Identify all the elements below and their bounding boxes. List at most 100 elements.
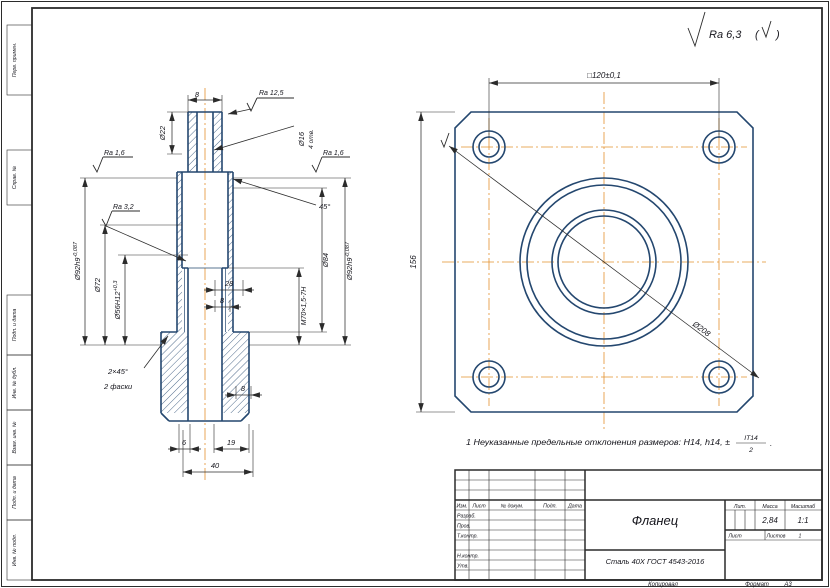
mass-value: 2,84	[761, 516, 778, 525]
roughness-check-small-icon	[761, 20, 772, 39]
material-spec: Сталь 40Х ГОСТ 4543-2016	[606, 557, 706, 566]
leader-d16	[213, 125, 295, 151]
role-prov: Пров.	[457, 524, 471, 530]
margin-cell	[6, 464, 33, 521]
dim8mid-label: 8	[220, 296, 225, 305]
sheet-label: Лист	[727, 534, 742, 540]
general-roughness: Ra 6,3 ( )	[687, 11, 780, 48]
col-izm: Изм.	[456, 504, 467, 510]
sheets-label: Листов	[766, 534, 786, 540]
roughness-check-icon	[92, 156, 133, 174]
scale-value: 1:1	[797, 516, 808, 525]
note-text: 1 Неуказанные предельные отклонения разм…	[466, 438, 731, 447]
roughness-check-icon	[687, 11, 706, 48]
margin-cell	[6, 409, 33, 466]
d16-label: Ø16	[297, 131, 306, 147]
dim-line-diagonal	[448, 145, 760, 379]
role-tkontr: Т.контр.	[457, 534, 478, 540]
d84-label: Ø84	[321, 253, 330, 268]
face-extension-lines	[416, 78, 720, 413]
d92-left-label: Ø92h9-0,087	[73, 241, 82, 281]
dim19-label: 19	[227, 438, 236, 447]
sheets-value: 1	[799, 534, 802, 540]
col-data: Дата	[567, 504, 582, 510]
roughness-check-icon	[101, 210, 140, 228]
angle45-label: 45°	[319, 202, 330, 211]
d56-label: Ø56H12+0,3	[113, 280, 122, 321]
format-value: А3	[783, 582, 792, 588]
hatch-wall	[188, 112, 197, 172]
col-docnum: № докум.	[501, 504, 524, 510]
role-utv: Утв.	[457, 564, 469, 570]
title-block-grid-lines	[455, 470, 822, 580]
margin-cell	[6, 354, 33, 411]
margin-cell	[6, 519, 33, 581]
footer-strip: Копировал Формат А3	[648, 582, 792, 588]
margin-label: Справ. №	[12, 165, 18, 189]
d22-label: Ø22	[158, 125, 167, 141]
general-roughness-value: Ra 6,3	[709, 29, 742, 41]
hatch-wall	[228, 172, 233, 332]
margin-cell	[6, 149, 33, 206]
note-fraction-numerator: IT14	[744, 435, 758, 442]
roughness-check-icon	[246, 97, 294, 113]
margin-cell	[6, 294, 33, 356]
section-view: 8 Ra 12,5 Ø22 Ø16 4 отв. Ra 1,6 Ra 1,6 4…	[73, 88, 354, 482]
format-label: Формат	[745, 582, 769, 588]
margin-label: Инв. № дубл.	[12, 367, 18, 399]
ra125-label: Ra 12,5	[259, 90, 284, 97]
roughness-check-icon	[440, 132, 450, 149]
technical-note: 1 Неуказанные предельные отклонения разм…	[466, 435, 772, 454]
scale-label: Масштаб	[791, 504, 816, 510]
margin-label: Подп. и дата	[12, 476, 18, 509]
margin-label: Взам. инв. №	[12, 421, 18, 453]
hatch-wall	[177, 172, 182, 332]
m70-label: M70×1,5-7H	[301, 286, 308, 326]
margin-label: Подп. и дата	[12, 309, 18, 342]
inner-frame	[31, 7, 823, 581]
face-view: □120±0,1 156 Ø208	[409, 71, 766, 432]
hatch-flange	[222, 332, 249, 413]
dim28-label: 28	[224, 279, 234, 288]
ra16-left-label: Ra 1,6	[104, 150, 125, 157]
title-block: Изм. Лист № докум. Подп. Дата Разраб. Пр…	[454, 469, 823, 581]
dim40-label: 40	[211, 461, 220, 470]
hatch-flange	[161, 332, 188, 413]
ra32-label: Ra 3,2	[113, 204, 134, 211]
lit-label: Лит.	[733, 504, 746, 510]
copied-label: Копировал	[648, 582, 678, 588]
note-suffix: .	[770, 439, 772, 448]
chamfer-label-2: 2 фаски	[103, 382, 133, 391]
leader-ra125	[227, 108, 252, 115]
dim6-label: 6	[182, 438, 187, 447]
d72-label: Ø72	[93, 277, 102, 293]
d16-holes-label: 4 отв.	[308, 129, 315, 149]
margin-label: Инв. № подл.	[12, 534, 18, 566]
leader-chamfer	[143, 335, 169, 369]
left-margin-column: Перв. примен. Справ. № Подп. и дата Инв.…	[6, 24, 33, 581]
leader-45deg	[232, 178, 317, 206]
ra16-right-label: Ra 1,6	[323, 150, 344, 157]
hatch-wall	[213, 112, 222, 172]
margin-cell	[6, 24, 33, 96]
dim-sq120-label: □120±0,1	[587, 71, 621, 80]
title-block-border	[454, 469, 823, 581]
chamfer-label-1: 2×45°	[107, 367, 128, 376]
part-name: Фланец	[632, 513, 678, 528]
note-fraction-denominator: 2	[748, 447, 753, 454]
paren-open: (	[755, 29, 760, 41]
dim-156-label: 156	[409, 255, 418, 269]
roughness-check-icon	[311, 156, 350, 174]
paren-close: )	[774, 29, 780, 41]
thread-lines	[184, 267, 226, 332]
dim8right-label: 8	[241, 384, 246, 393]
dim-top8-label: 8	[195, 90, 200, 99]
leader-ra32	[105, 225, 187, 262]
role-nkontr: Н.контр.	[457, 554, 479, 560]
role-razrab: Разраб.	[457, 514, 476, 520]
col-list: Лист	[471, 504, 486, 510]
